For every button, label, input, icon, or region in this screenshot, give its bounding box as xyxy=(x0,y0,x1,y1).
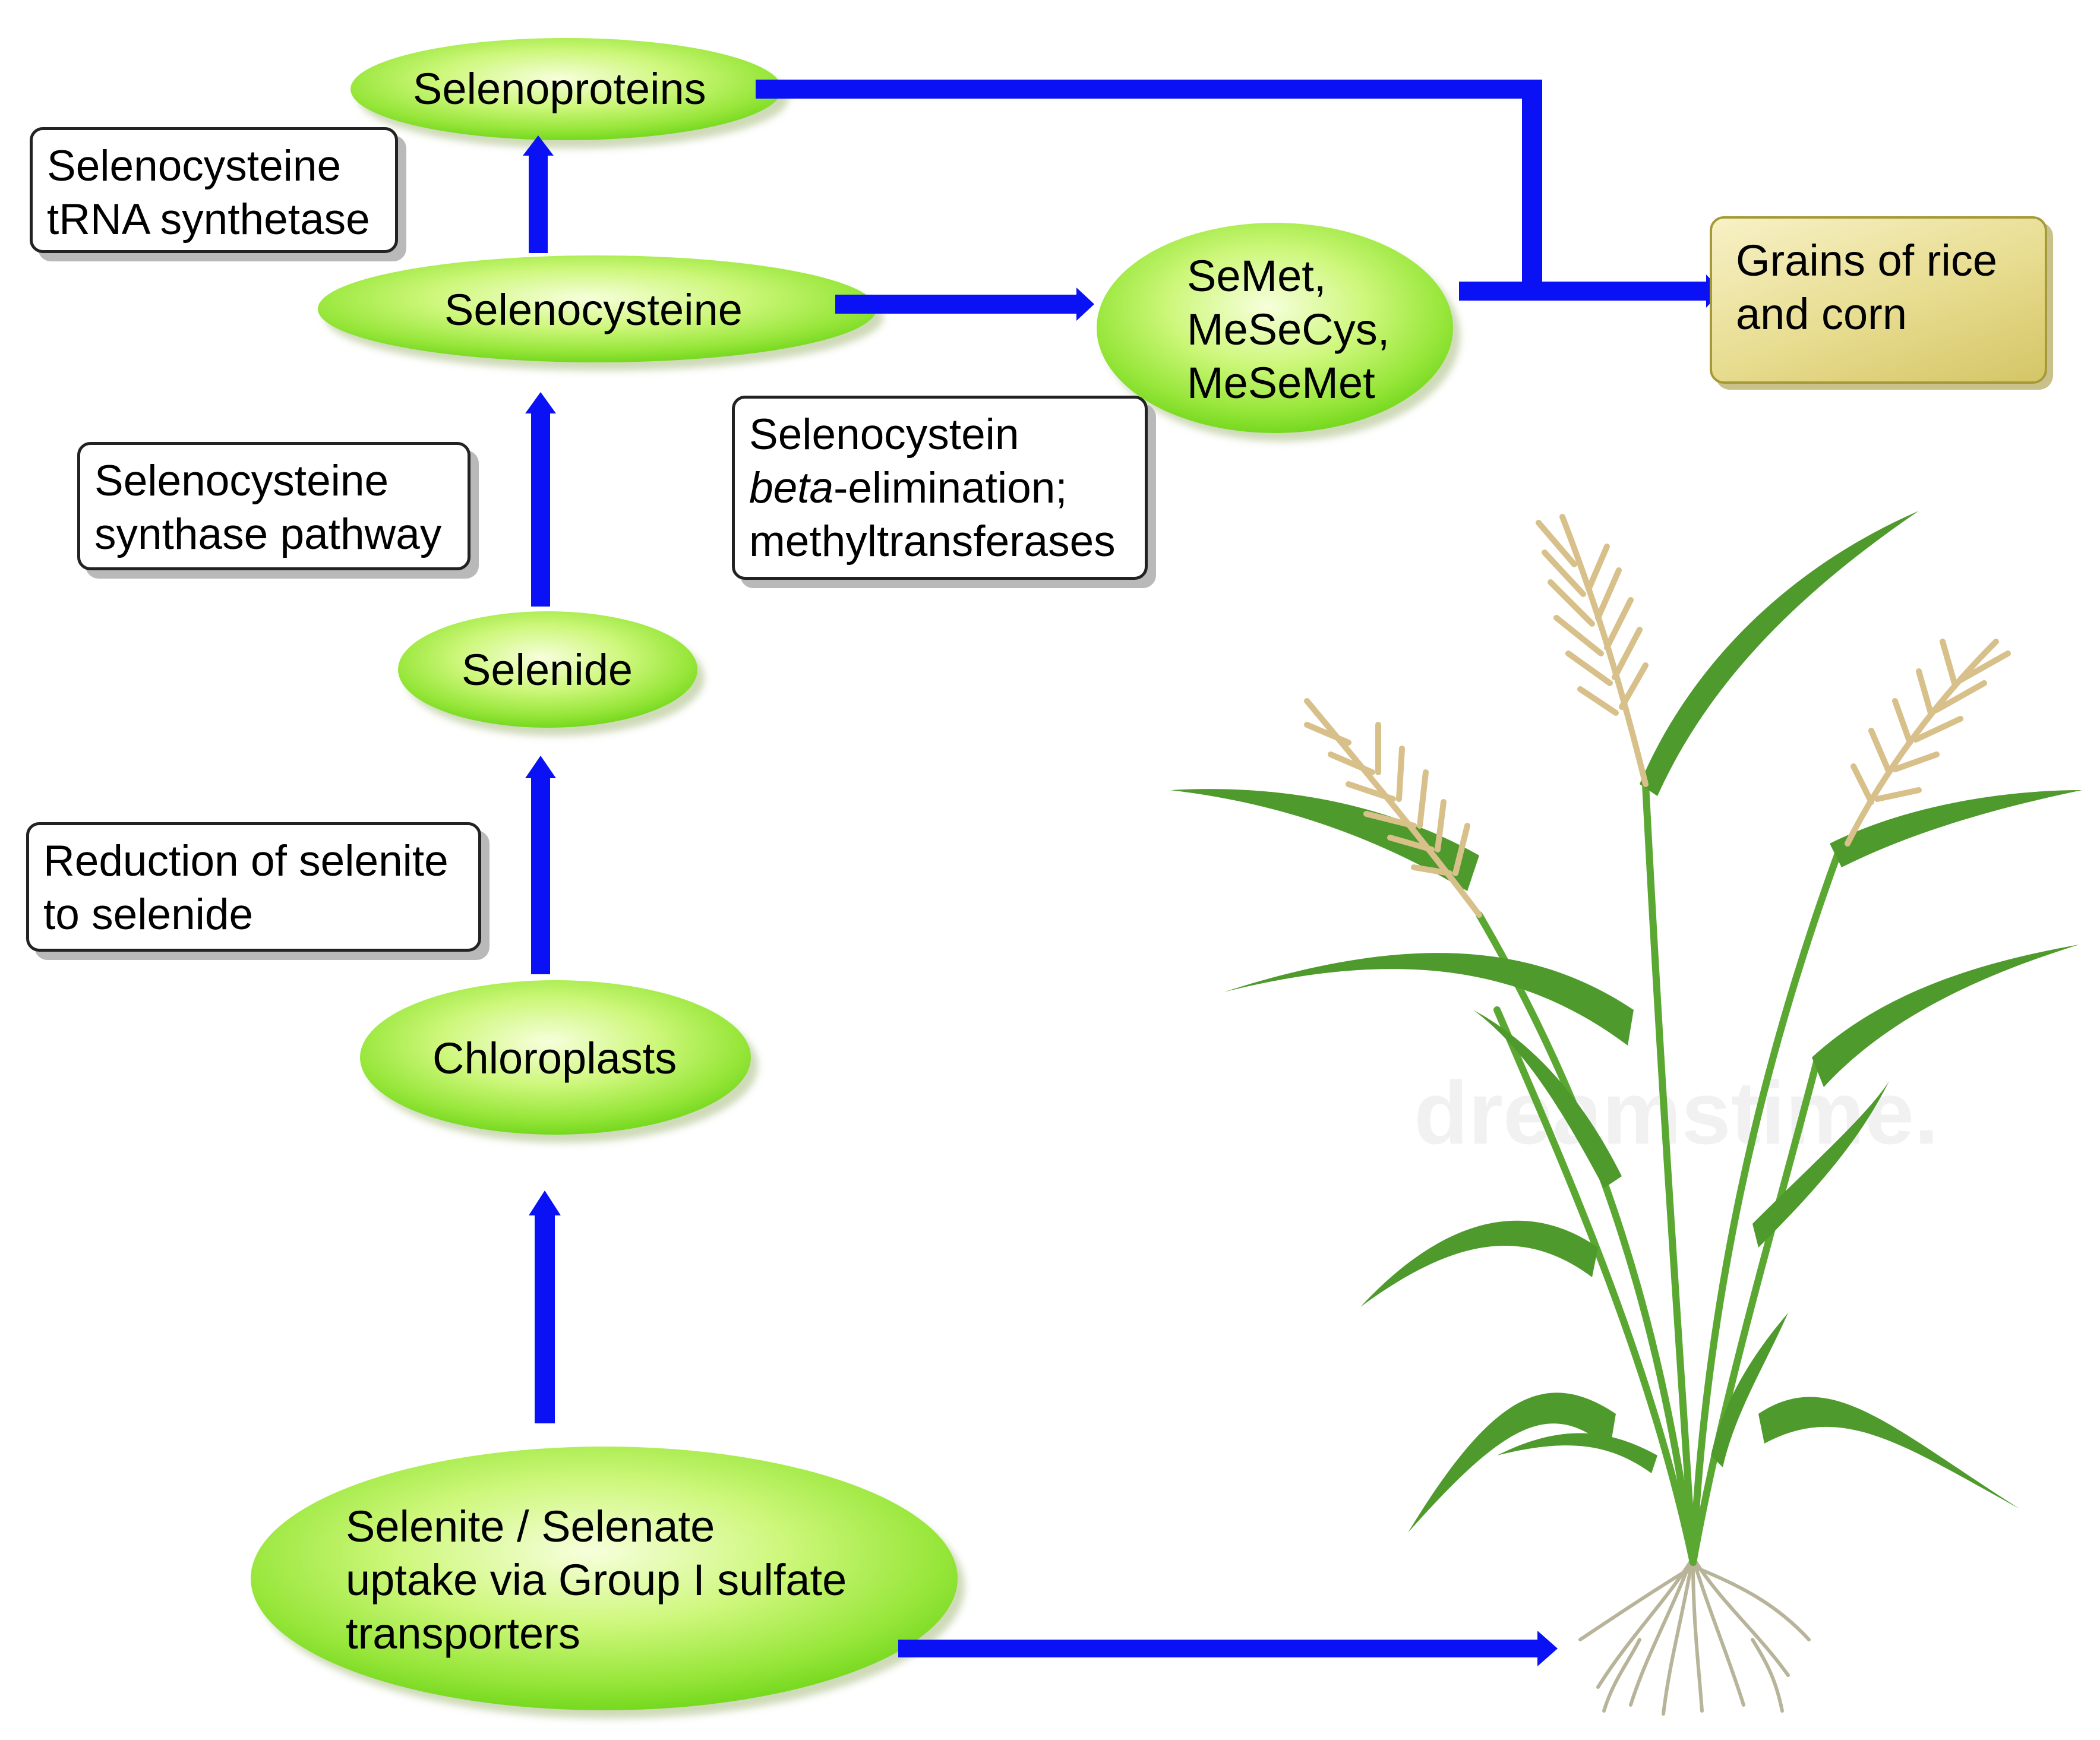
watermark-text: dreamstime. xyxy=(1414,1063,1939,1163)
grains-box: Grains of rice and corn xyxy=(1710,216,2047,384)
arrows xyxy=(523,80,1722,1666)
selenoproteins-label: Selenoproteins xyxy=(413,64,706,113)
plant-roots xyxy=(1578,1561,1811,1716)
beta-elimination-box: Selenocystein beta-elimination; methyltr… xyxy=(732,396,1148,580)
synthase-line-2: synthase pathway xyxy=(94,510,442,558)
elimination-line-2: beta-elimination; xyxy=(749,462,1130,515)
grains-line-2: and corn xyxy=(1736,289,1907,339)
arrow-uptake-to-chloroplasts xyxy=(535,1215,555,1423)
node-semet xyxy=(1097,223,1453,433)
reduction-line-2: to selenide xyxy=(43,890,254,939)
uptake-line-3: transporters xyxy=(346,1609,580,1658)
reduction-line-1: Reduction of selenite xyxy=(43,837,449,885)
uptake-line-1: Selenite / Selenate xyxy=(346,1502,715,1551)
reduction-box: Reduction of selenite to selenide xyxy=(26,822,481,952)
node-uptake xyxy=(251,1447,958,1710)
connector-selenoproteins-vertical xyxy=(1522,80,1542,291)
arrow-semet-to-grains xyxy=(1459,282,1709,301)
trna-line-2: tRNA synthetase xyxy=(47,195,370,244)
plant-grain-heads xyxy=(1304,514,2011,918)
arrow-selenide-to-selenocysteine xyxy=(531,413,550,607)
synthase-pathway-box: Selenocysteine synthase pathway xyxy=(77,442,470,570)
arrow-chloroplasts-to-selenide xyxy=(531,778,550,974)
uptake-label: Selenite / Selenate uptake via Group I s… xyxy=(346,1500,847,1660)
elimination-line-3: methyltransferases xyxy=(749,517,1116,566)
semet-line-1: SeMet, xyxy=(1187,251,1327,301)
plant-stems xyxy=(1476,781,1845,1566)
trna-synthetase-box: Selenocysteine tRNA synthetase xyxy=(30,127,398,253)
semet-line-2: MeSeCys, xyxy=(1187,305,1390,354)
grains-line-1: Grains of rice xyxy=(1736,236,1998,285)
connector-selenoproteins-horizontal xyxy=(756,80,1531,99)
plant-leaves xyxy=(1170,511,2082,1533)
semet-line-3: MeSeMet xyxy=(1187,358,1375,408)
node-selenoproteins xyxy=(350,38,782,140)
node-chloroplasts xyxy=(360,980,751,1135)
chloroplasts-label: Chloroplasts xyxy=(432,1034,677,1083)
beta-italic: beta xyxy=(749,464,834,512)
arrow-selenocysteine-to-semet xyxy=(835,295,1078,314)
synthase-line-1: Selenocysteine xyxy=(94,457,389,505)
node-selenide xyxy=(398,611,697,728)
node-selenocysteine xyxy=(318,255,876,362)
rice-plant-illustration: dreamstime. xyxy=(1170,511,2082,1716)
elimination-rest: -elimination; xyxy=(833,464,1068,512)
uptake-line-2: uptake via Group I sulfate xyxy=(346,1555,847,1605)
selenocysteine-label: Selenocysteine xyxy=(444,285,743,334)
selenide-label: Selenide xyxy=(462,645,633,694)
trna-line-1: Selenocysteine xyxy=(47,142,342,190)
elimination-line-1: Selenocystein xyxy=(749,410,1019,459)
arrow-uptake-to-plant xyxy=(898,1640,1540,1657)
arrow-selenocysteine-to-selenoproteins xyxy=(529,156,548,253)
semet-label: SeMet, MeSeCys, MeSeMet xyxy=(1187,250,1390,410)
